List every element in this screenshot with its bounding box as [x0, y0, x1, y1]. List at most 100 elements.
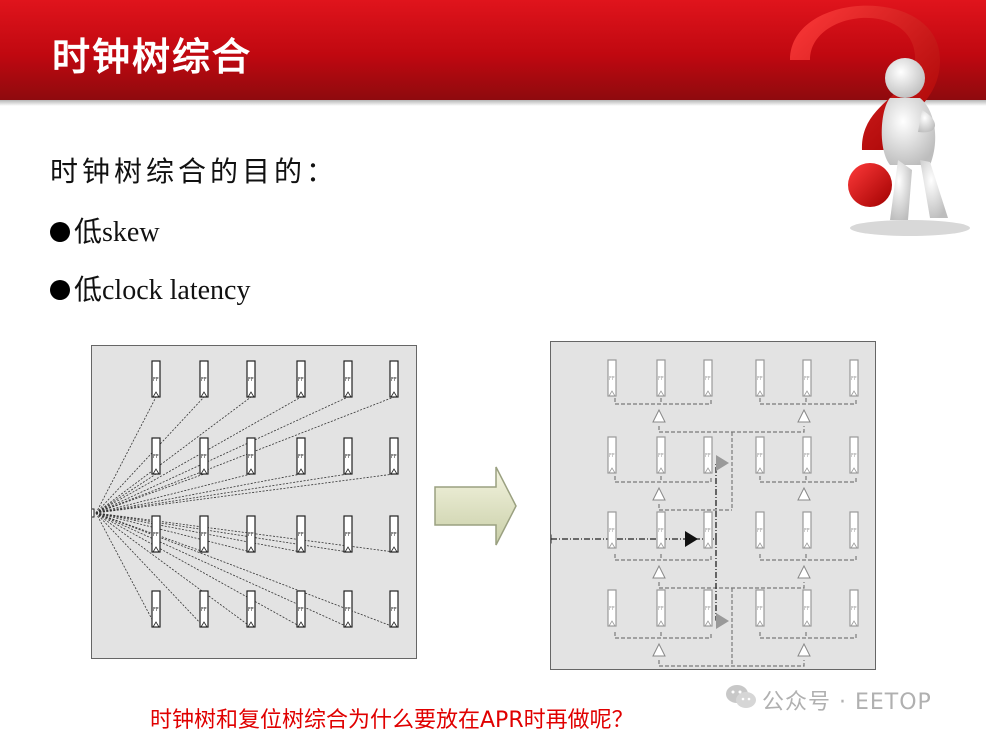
flip-flop: FF	[389, 515, 399, 553]
svg-text:FF: FF	[658, 606, 664, 612]
unbalanced-clock-svg: ClockFFFFFFFFFFFFFFFFFFFFFFFFFFFFFFFFFFF…	[92, 360, 399, 628]
svg-text:FF: FF	[345, 454, 351, 460]
flip-flop: FF	[296, 590, 306, 628]
flip-flop: FF	[703, 589, 713, 627]
bullet-low-latency: 低clock latency	[50, 268, 250, 308]
svg-text:FF: FF	[804, 453, 810, 459]
clock-buffer	[797, 486, 811, 501]
svg-text:FF: FF	[705, 453, 711, 459]
transform-arrow-icon	[434, 466, 517, 546]
clock-wire	[95, 473, 205, 514]
svg-text:FF: FF	[345, 377, 351, 383]
svg-text:FF: FF	[609, 453, 615, 459]
clock-wire	[95, 396, 349, 514]
svg-text:FF: FF	[658, 453, 664, 459]
svg-text:FF: FF	[153, 377, 159, 383]
clock-buffer	[716, 455, 729, 471]
clock-wire	[95, 512, 205, 628]
flip-flop: FF	[607, 589, 617, 627]
svg-text:FF: FF	[391, 532, 397, 538]
flip-flop: FF	[849, 511, 859, 549]
question-mark-figure-icon	[790, 5, 970, 236]
flip-flop: FF	[246, 515, 256, 553]
clock-wire	[95, 473, 302, 514]
flip-flop: FF	[151, 590, 161, 628]
svg-text:FF: FF	[609, 606, 615, 612]
svg-text:FF: FF	[705, 376, 711, 382]
flip-flop: FF	[849, 589, 859, 627]
clock-wire	[95, 396, 157, 514]
flip-flop: FF	[343, 590, 353, 628]
flip-flop: FF	[849, 359, 859, 397]
bullet-text: 低clock latency	[74, 275, 251, 306]
flip-flop: FF	[656, 589, 666, 627]
svg-text:FF: FF	[248, 454, 254, 460]
clock-buffer	[652, 564, 666, 579]
flip-flop: FF	[199, 437, 209, 475]
flip-flop: FF	[656, 359, 666, 397]
clock-wire	[759, 398, 857, 405]
clock-wire	[658, 426, 805, 433]
clock-wire	[614, 476, 712, 483]
clock-tree-diagram: ClockFFFFFFFFFFFFFFFFFFFFFFFFFFFFFFFFFFF…	[550, 341, 876, 670]
flip-flop: FF	[802, 436, 812, 474]
svg-text:FF: FF	[757, 376, 763, 382]
flip-flop: FF	[703, 359, 713, 397]
flip-flop: FF	[607, 436, 617, 474]
svg-text:FF: FF	[609, 528, 615, 534]
clock-tree-svg: ClockFFFFFFFFFFFFFFFFFFFFFFFFFFFFFFFFFFF…	[551, 359, 859, 667]
clock-wire	[95, 512, 349, 553]
flip-flop: FF	[656, 436, 666, 474]
flip-flop: FF	[199, 515, 209, 553]
svg-text:FF: FF	[201, 607, 207, 613]
svg-text:FF: FF	[153, 454, 159, 460]
flip-flop: FF	[246, 590, 256, 628]
svg-text:FF: FF	[757, 606, 763, 612]
flip-flop: FF	[151, 437, 161, 475]
clock-trunk	[551, 461, 725, 621]
purpose-heading: 时钟树综合的目的：	[50, 155, 339, 188]
flip-flop: FF	[151, 515, 161, 553]
svg-text:FF: FF	[153, 532, 159, 538]
svg-text:FF: FF	[851, 376, 857, 382]
flip-flop: FF	[703, 436, 713, 474]
clock-wire	[95, 396, 395, 514]
bullet-dot-icon	[50, 221, 70, 242]
clock-wire	[95, 512, 395, 628]
flip-flop: FF	[343, 360, 353, 398]
clock-root-buffer	[685, 531, 698, 547]
clock-buffer	[716, 613, 729, 629]
clock-wire	[95, 512, 349, 628]
svg-text:FF: FF	[804, 376, 810, 382]
flip-flop: FF	[607, 359, 617, 397]
clock-buffer	[797, 408, 811, 423]
svg-text:FF: FF	[757, 528, 763, 534]
flip-flop: FF	[296, 437, 306, 475]
bullet-low-skew: 低skew	[50, 210, 160, 250]
flip-flop: FF	[296, 360, 306, 398]
svg-text:FF: FF	[757, 453, 763, 459]
clock-wire	[614, 632, 712, 639]
flip-flop: FF	[802, 359, 812, 397]
svg-text:FF: FF	[248, 532, 254, 538]
clock-wire	[95, 512, 302, 628]
clock-wire	[95, 473, 157, 514]
svg-text:FF: FF	[391, 377, 397, 383]
flip-flop: FF	[755, 436, 765, 474]
clock-wire	[95, 512, 302, 553]
svg-text:FF: FF	[391, 454, 397, 460]
svg-text:FF: FF	[391, 607, 397, 613]
svg-text:FF: FF	[345, 532, 351, 538]
slide-title: 时钟树综合	[52, 35, 253, 79]
clock-wire	[95, 512, 252, 628]
flip-flop: FF	[755, 511, 765, 549]
clock-buffer	[652, 486, 666, 501]
flip-flop: FF	[849, 436, 859, 474]
flip-flop: FF	[389, 437, 399, 475]
flip-flop: FF	[703, 511, 713, 549]
clock-wire	[658, 582, 805, 589]
svg-text:FF: FF	[609, 376, 615, 382]
svg-text:FF: FF	[658, 528, 664, 534]
watermark-text: 公众号 · EETOP	[762, 690, 932, 715]
svg-text:FF: FF	[658, 376, 664, 382]
